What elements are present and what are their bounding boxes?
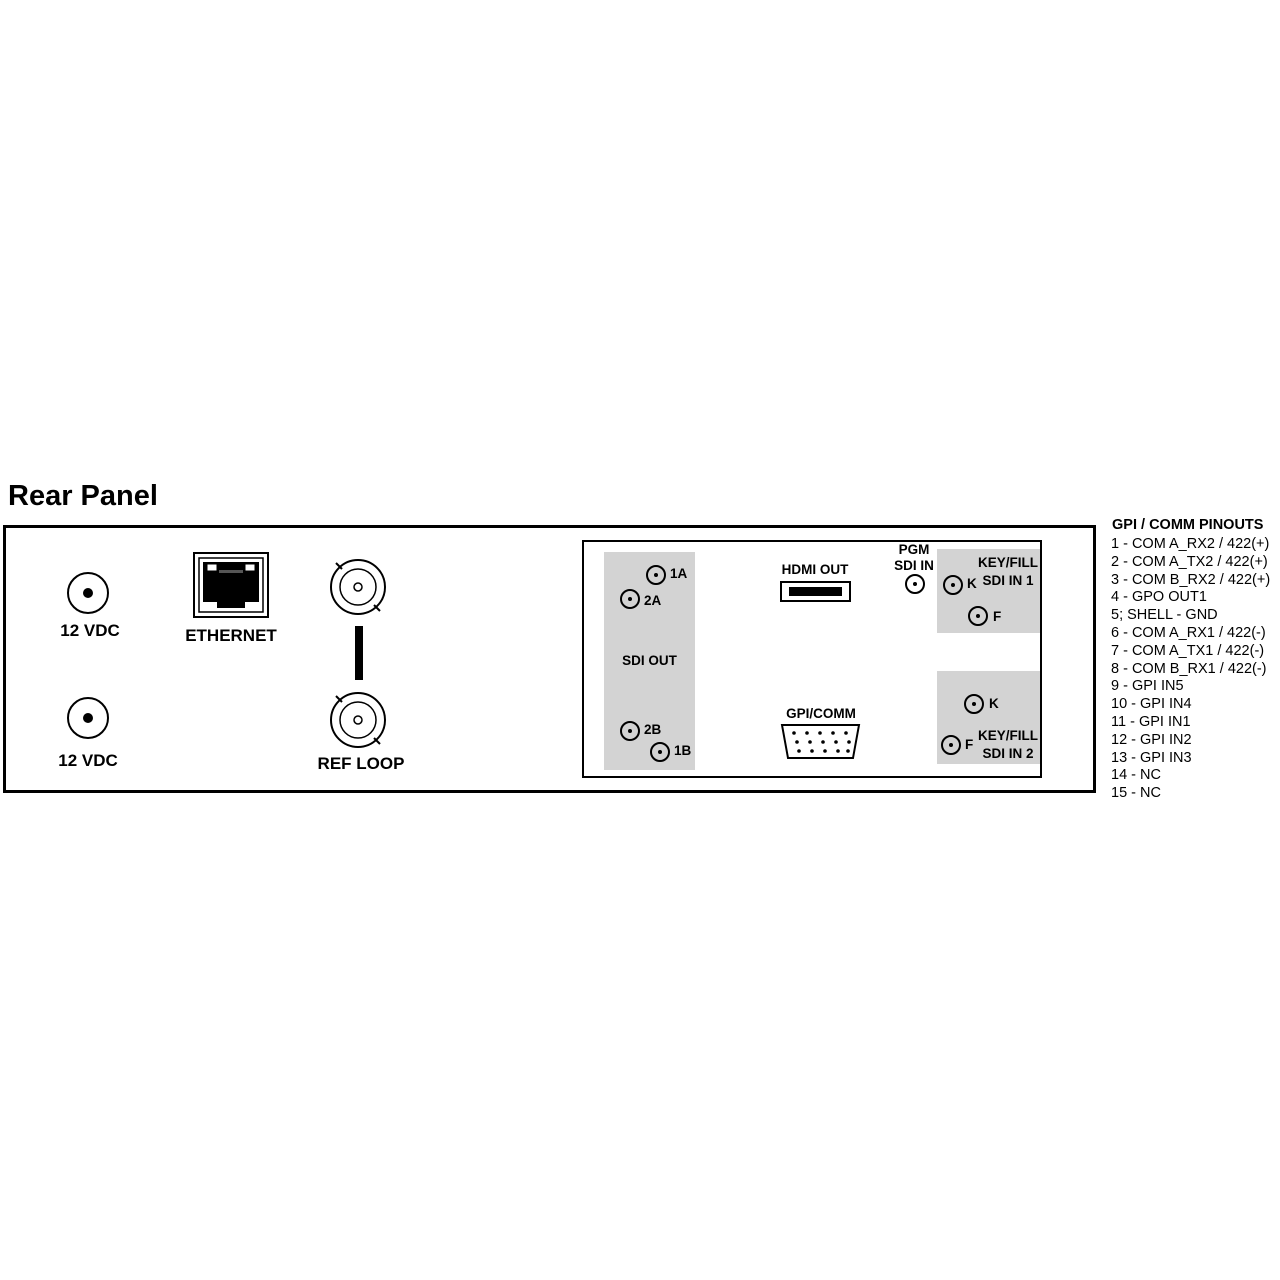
key-in2-icon bbox=[964, 694, 984, 714]
pinout-item: 4 - GPO OUT1 bbox=[1111, 589, 1207, 606]
key-in1-icon bbox=[943, 575, 963, 595]
sdi-out-2a-label: 2A bbox=[644, 593, 662, 608]
key-fill-in1-label: KEY/FILL SDI IN 1 bbox=[972, 554, 1044, 589]
hdmi-port-icon bbox=[780, 581, 851, 602]
key-fill-in2-label: KEY/FILL SDI IN 2 bbox=[972, 727, 1044, 762]
gpi-comm-label: GPI/COMM bbox=[786, 706, 856, 721]
pinout-item: 13 - GPI IN3 bbox=[1111, 749, 1192, 766]
pinout-item: 15 - NC bbox=[1111, 785, 1161, 802]
sdi-out-block bbox=[604, 552, 695, 770]
pinouts-title: GPI / COMM PINOUTS bbox=[1112, 517, 1264, 533]
fill-in1-label: F bbox=[993, 609, 1002, 624]
pinout-item: 10 - GPI IN4 bbox=[1111, 696, 1192, 713]
dc-power-jack-bottom bbox=[67, 697, 109, 739]
pgm-line1: PGM bbox=[898, 542, 930, 557]
pinout-item: 12 - GPI IN2 bbox=[1111, 731, 1192, 748]
pinout-item: 3 - COM B_RX2 / 422(+) bbox=[1111, 571, 1271, 588]
dc-bottom-label: 12 VDC bbox=[58, 751, 118, 770]
sdi-out-2b-label: 2B bbox=[644, 722, 662, 737]
kf2-line2: SDI IN 2 bbox=[982, 745, 1034, 761]
pinout-item: 14 - NC bbox=[1111, 767, 1161, 784]
pinout-item: 2 - COM A_TX2 / 422(+) bbox=[1111, 553, 1268, 570]
sdi-out-1b-icon bbox=[650, 742, 670, 762]
kf1-line2: SDI IN 1 bbox=[982, 572, 1034, 588]
ref-loop-bnc-bottom-icon bbox=[330, 692, 386, 748]
pgm-line2: SDI IN bbox=[894, 557, 934, 573]
ethernet-port-icon bbox=[193, 552, 269, 618]
pinouts-list: 1 - COM A_RX2 / 422(+) 2 - COM A_TX2 / 4… bbox=[1111, 536, 1270, 803]
ref-loop-bnc-top-icon bbox=[330, 559, 386, 615]
pgm-sdi-in-label: PGM SDI IN bbox=[884, 542, 944, 573]
sdi-out-1a-icon bbox=[646, 565, 666, 585]
sdi-out-1b-label: 1B bbox=[674, 743, 692, 758]
pinout-item: 5; SHELL - GND bbox=[1111, 607, 1218, 624]
pgm-sdi-in-icon bbox=[905, 574, 925, 594]
db15-port-icon bbox=[780, 724, 861, 759]
pinout-item: 1 - COM A_RX2 / 422(+) bbox=[1111, 536, 1270, 552]
pinout-item: 7 - COM A_TX1 / 422(-) bbox=[1111, 642, 1265, 659]
sdi-out-1a-label: 1A bbox=[670, 566, 688, 581]
sdi-out-2a-icon bbox=[620, 589, 640, 609]
rear-panel bbox=[3, 525, 1096, 793]
pinout-item: 6 - COM A_RX1 / 422(-) bbox=[1111, 624, 1266, 641]
key-in1-label: K bbox=[967, 576, 977, 591]
ref-loop-link bbox=[355, 626, 363, 680]
kf2-line1: KEY/FILL bbox=[978, 728, 1038, 743]
sdi-out-label: SDI OUT bbox=[622, 653, 677, 668]
pinout-item: 8 - COM B_RX1 / 422(-) bbox=[1111, 660, 1267, 677]
page-title: Rear Panel bbox=[8, 480, 158, 512]
ethernet-label: ETHERNET bbox=[185, 626, 277, 645]
key-in2-label: K bbox=[989, 696, 999, 711]
fill-in1-icon bbox=[968, 606, 988, 626]
hdmi-out-label: HDMI OUT bbox=[781, 562, 849, 577]
pinout-item: 11 - GPI IN1 bbox=[1111, 713, 1191, 730]
sdi-out-2b-icon bbox=[620, 721, 640, 741]
ref-loop-label: REF LOOP bbox=[317, 754, 405, 773]
dc-power-jack-top bbox=[67, 572, 109, 614]
fill-in2-label: F bbox=[965, 737, 974, 752]
kf1-line1: KEY/FILL bbox=[978, 555, 1038, 570]
pinout-item: 9 - GPI IN5 bbox=[1111, 678, 1184, 695]
dc-top-label: 12 VDC bbox=[60, 621, 120, 640]
fill-in2-icon bbox=[941, 735, 961, 755]
